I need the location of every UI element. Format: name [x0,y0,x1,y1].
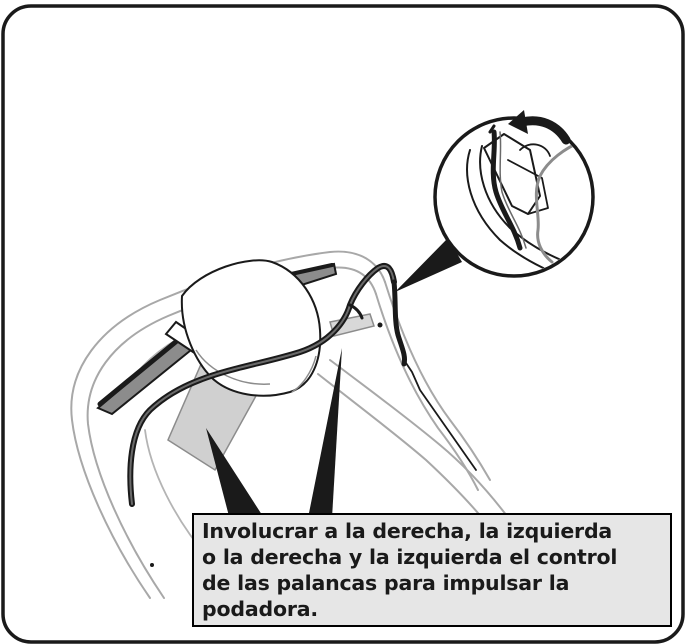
caption-line: Involucrar a la derecha, la izquierda [202,519,613,543]
control-cable [127,262,477,567]
caption-line: podadora. [202,597,318,621]
caption-text: Involucrar a la derecha, la izquierda o … [202,518,664,622]
caption-pointer-left [206,428,264,520]
detail-magnifier [433,110,595,278]
detail-callout-pointer [395,238,462,292]
curved-rotation-arrow-icon [508,110,571,145]
caption-line: o la derecha y la izquierda el control [202,545,618,569]
caption-line: de las palancas para impulsar la [202,571,570,595]
caption-pointer-right [308,348,342,518]
caption-box: Involucrar a la derecha, la izquierda o … [192,513,672,627]
